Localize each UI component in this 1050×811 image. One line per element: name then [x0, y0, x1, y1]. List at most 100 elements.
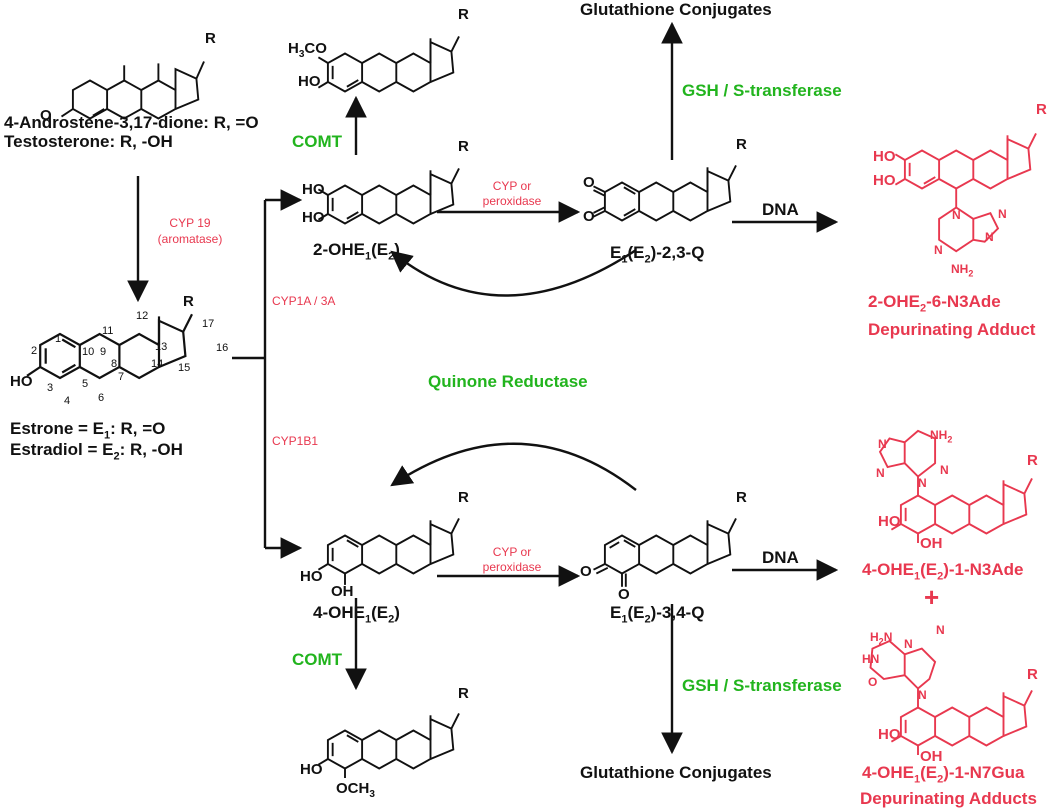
label-n-adduct3-c: N [918, 688, 927, 702]
arrow-reductase-top [390, 248, 637, 297]
ring-number-8: 8 [111, 358, 118, 370]
label-ho-adduct1-lower: HO [873, 172, 896, 189]
label-o-q34-left: O [580, 563, 592, 580]
enzyme-gsh-top: GSH / S-transferase [682, 81, 842, 100]
2-ohe2-n3ade-skeleton [894, 132, 1037, 253]
label-o-q34-bottom: O [618, 586, 630, 603]
label-h2n: H2N [870, 630, 893, 647]
enzyme-comt-top: COMT [292, 132, 343, 151]
red-structures [869, 132, 1037, 756]
label-n-adduct2-b: N [940, 463, 949, 477]
ring-number-1: 1 [55, 333, 62, 345]
precursor-testosterone: Testosterone: R, -OH [4, 132, 173, 151]
label-n-adduct2-d: N [876, 466, 885, 480]
label-r-estrone: R [183, 293, 194, 310]
label-oh-4ohe: OH [331, 583, 354, 600]
4-ohe-n3ade-skeleton [878, 429, 1033, 544]
enzyme-cyp-top-2: peroxidase [482, 194, 542, 208]
label-ho-2ohe-upper: HO [302, 181, 325, 198]
label-r-methoxy-top: R [458, 6, 469, 23]
label-oh-adduct3: OH [920, 748, 943, 765]
label-o-q23-lower: O [583, 208, 595, 225]
label-r-2ohe: R [458, 138, 469, 155]
ring-number-16: 16 [216, 342, 229, 354]
product-glutathione-bot: Glutathione Conjugates [580, 763, 772, 782]
label-estradiol: Estradiol = E2: R, -OH [10, 440, 183, 463]
ring-number-5: 5 [82, 378, 89, 390]
ring-number-9: 9 [100, 346, 107, 358]
metabolite-q23: E1(E2)-2,3-Q [610, 243, 705, 266]
metabolite-q34: E1(E2)-3,4-Q [610, 603, 705, 626]
label-r-q34: R [736, 489, 747, 506]
label-n-adduct2-c: N [918, 476, 927, 490]
23-quinone-skeleton [593, 164, 737, 222]
label-ho-2ohe-lower: HO [302, 209, 325, 226]
metabolite-4ohe: 4-OHE1(E2) [313, 603, 400, 626]
ring-number-2: 2 [31, 345, 38, 357]
ring-number-11: 11 [102, 325, 114, 337]
label-hn: HN [862, 652, 880, 666]
enzyme-cyp-bot-1: CYP or [492, 545, 532, 559]
label-n-adduct1-d: N [998, 207, 1007, 221]
enzyme-comt-bot: COMT [292, 650, 343, 669]
label-oh-adduct2: OH [920, 535, 943, 552]
enzyme-cyp-bot-2: peroxidase [482, 560, 542, 574]
ring-number-4: 4 [64, 395, 71, 407]
enzyme-cyp19: CYP 19 [169, 216, 211, 230]
ring-number-17: 17 [202, 318, 215, 330]
ring-number-7: 7 [118, 371, 125, 383]
4-ohe-n7gua-skeleton [869, 639, 1033, 756]
plus-sign: + [924, 582, 940, 612]
reaction-arrows [127, 21, 839, 755]
ring-number-15: 15 [178, 362, 191, 374]
estrone-skeleton [26, 313, 193, 380]
label-ho-adduct3: HO [878, 726, 901, 743]
enzyme-cyp1a-3a: CYP1A / 3A [272, 294, 336, 308]
precursor-androstenedione: 4-Androstene-3,17-dione: R, =O [4, 113, 259, 132]
label-ho-methoxy-bot: HO [300, 761, 323, 778]
androstene-skeleton [60, 61, 205, 120]
4-ohe-skeleton [317, 517, 460, 585]
label-ho-adduct2: HO [878, 513, 901, 530]
2-ohe-skeleton [317, 167, 460, 225]
adduct-4ohe-n3ade: 4-OHE1(E2)-1-N3Ade [862, 560, 1024, 583]
label-och3: OCH3 [336, 780, 375, 800]
label-estrone: Estrone = E1: R, =O [10, 419, 166, 442]
label-r-adduct3: R [1027, 666, 1038, 683]
ring-number-6: 6 [98, 392, 105, 404]
label-h3co: H3CO [288, 40, 327, 60]
label-o: O [40, 107, 52, 124]
ring-number-12: 12 [136, 310, 149, 322]
label-depurinating-adducts: Depurinating Adducts [860, 789, 1037, 808]
enzyme-aromatase: (aromatase) [157, 232, 223, 246]
label-dna-top: DNA [762, 200, 799, 219]
adduct-2ohe2-n3ade: 2-OHE2-6-N3Ade [868, 292, 1001, 315]
34-quinone-skeleton [593, 517, 737, 587]
label-r-adduct2: R [1027, 452, 1038, 469]
label-dna-bot: DNA [762, 548, 799, 567]
label-r: R [205, 30, 216, 47]
label-ho-methoxy-top: HO [298, 73, 321, 90]
ring-number-13: 13 [155, 341, 168, 353]
label-n-adduct1-c: N [985, 230, 994, 244]
enzyme-gsh-bot: GSH / S-transferase [682, 676, 842, 695]
label-r-q23: R [736, 136, 747, 153]
label-r-methoxy-bot: R [458, 685, 469, 702]
ring-number-10: 10 [82, 346, 95, 358]
2-methoxy-estrogen-skeleton [317, 35, 460, 93]
metabolite-2ohe: 2-OHE1(E2) [313, 240, 400, 263]
enzyme-cyp1b1: CYP1B1 [272, 434, 319, 448]
enzyme-cyp-top-1: CYP or [492, 179, 532, 193]
4-methoxy-estrogen-skeleton [317, 712, 460, 779]
black-structures [26, 35, 737, 779]
label-ho-adduct1-upper: HO [873, 148, 896, 165]
ring-number-14: 14 [151, 358, 164, 370]
label-n-adduct1-a: N [952, 208, 961, 222]
label-r-4ohe: R [458, 489, 469, 506]
label-ho-4ohe: HO [300, 568, 323, 585]
adduct-4ohe-n7gua: 4-OHE1(E2)-1-N7Gua [862, 763, 1025, 786]
label-n-adduct1-b: N [934, 243, 943, 257]
product-glutathione-top: Glutathione Conjugates [580, 0, 772, 19]
label-nh2-adduct2: NH2 [930, 428, 953, 445]
